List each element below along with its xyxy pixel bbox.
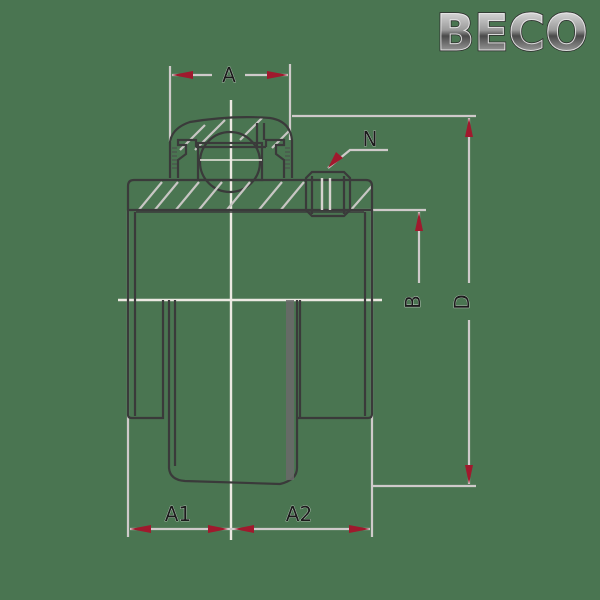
logo-text-highlight: BECO (436, 6, 587, 58)
label-N: N (363, 127, 378, 151)
beco-logo: BECO BECO (435, 6, 589, 58)
dimension-D: D (292, 114, 476, 488)
label-D: D (450, 294, 474, 309)
label-A2: A2 (286, 502, 312, 526)
label-B: B (401, 295, 425, 309)
outer-ring (168, 116, 294, 178)
set-screw (304, 170, 352, 218)
dimension-A1-A2: A1 A2 (126, 210, 374, 537)
dimension-B: B (350, 208, 426, 309)
label-A1: A1 (165, 502, 191, 526)
dimension-A: A (168, 63, 292, 142)
logo-text: BECO (436, 6, 587, 58)
leader-N: N (327, 127, 388, 169)
inner-ring-body (126, 210, 374, 486)
label-A: A (222, 63, 236, 87)
